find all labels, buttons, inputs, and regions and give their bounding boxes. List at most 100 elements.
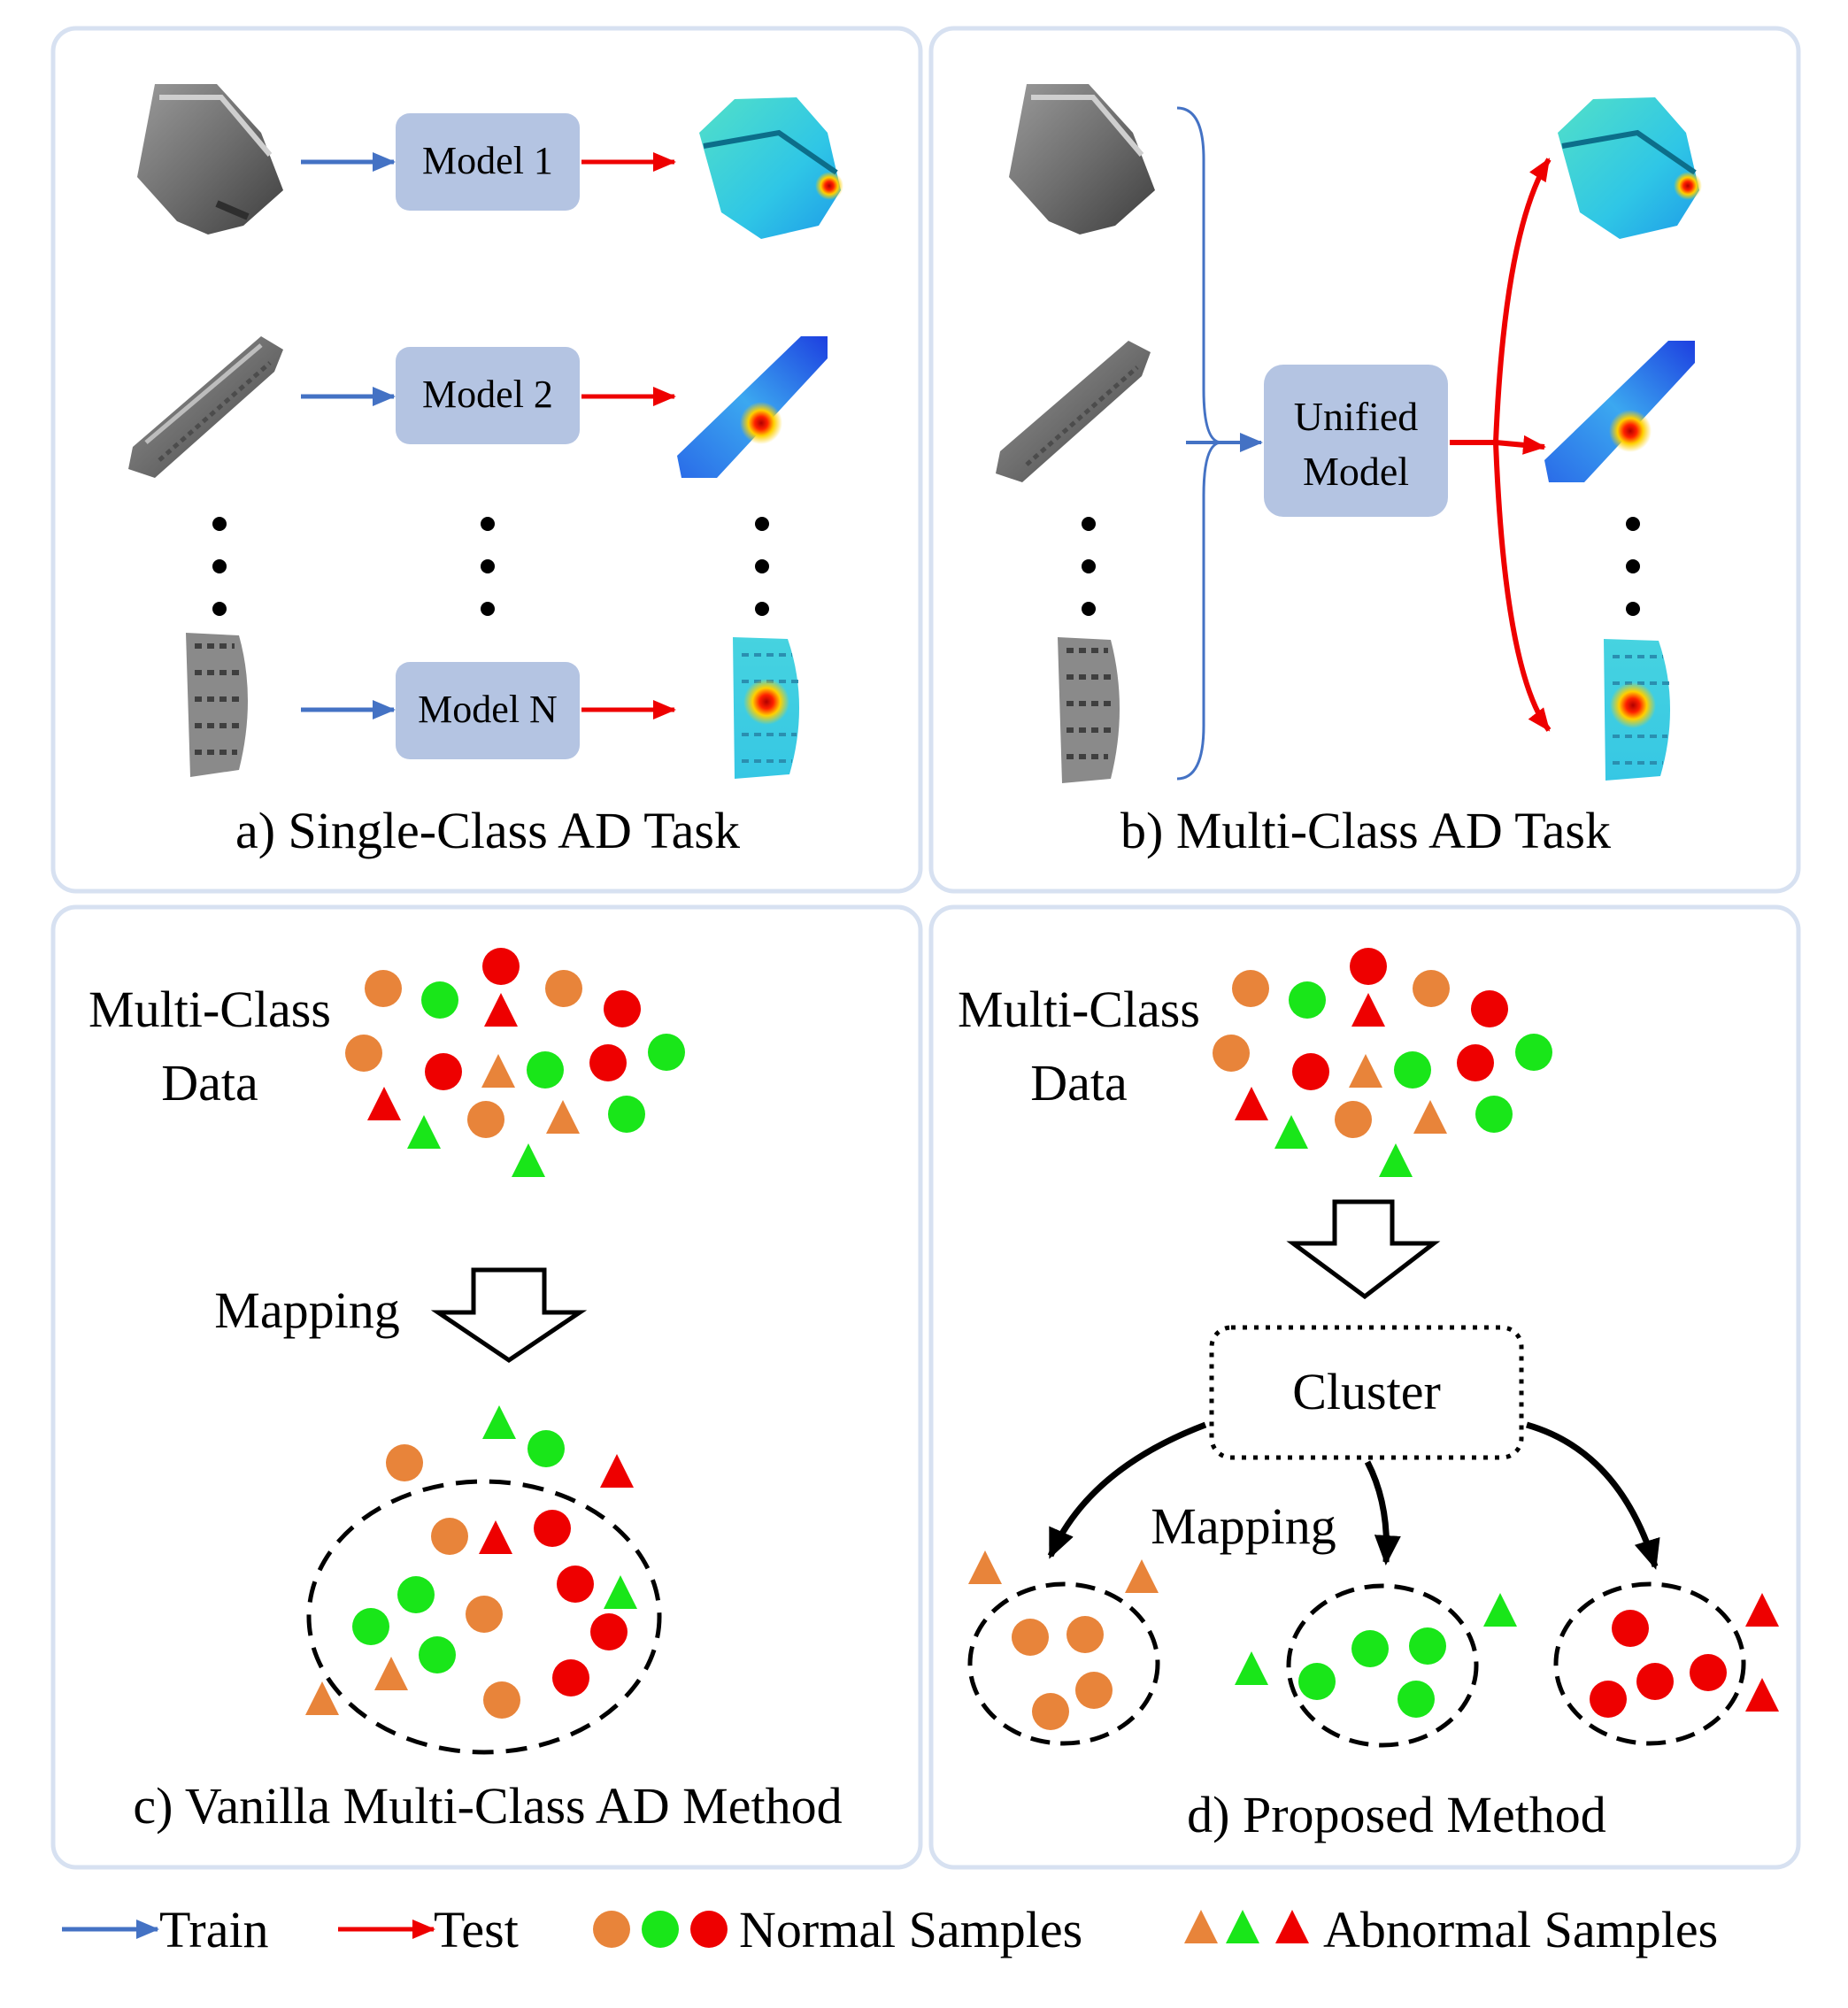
normal-sample [1351,1630,1389,1667]
normal-sample [590,1613,628,1650]
object-cap-gray-b [1009,84,1155,235]
legend-normal-orange [593,1911,630,1948]
test-arrow-b-1 [1493,158,1552,443]
abnormal-sample [374,1657,408,1690]
panel-d: Multi-Class Data Cluster [958,948,1779,1843]
normal-sample [1590,1681,1627,1718]
normal-sample [1012,1619,1049,1656]
panel-d-scatter [1213,948,1552,1177]
normal-sample [1066,1616,1104,1653]
abnormal-sample [512,1143,545,1177]
normal-sample [1213,1035,1250,1072]
model-n-label: Model N [418,688,558,731]
legend-normal-red [690,1911,728,1948]
cluster-orange-samples [968,1550,1159,1730]
heatmap-tire-b [1604,639,1671,781]
abnormal-sample [482,1405,516,1439]
normal-sample [1292,1053,1329,1090]
abnormal-sample [305,1681,339,1715]
abnormal-sample [604,1575,637,1609]
normal-sample [1075,1672,1113,1709]
normal-sample [397,1576,435,1613]
legend-abnormal-green [1226,1910,1259,1943]
ellipsis-dots-b-left [1082,517,1096,616]
model-1-box [396,113,580,211]
cluster-arrow-right [1526,1421,1660,1570]
model-2-label: Model 2 [422,373,553,416]
panel-d-data-line1: Multi-Class [958,981,1200,1038]
normal-sample [419,1636,456,1673]
model-n-box [396,662,580,759]
normal-sample [589,1044,627,1081]
normal-sample [386,1444,423,1481]
legend: Train Test Normal Samples Abnormal Sampl… [62,1901,1718,1958]
abnormal-sample [968,1550,1002,1584]
ellipsis-dots-a [212,517,769,616]
abnormal-sample [1745,1593,1779,1627]
panel-b-border [928,26,1801,894]
cluster-arrow-left [1047,1421,1207,1559]
abnormal-sample [1274,1115,1308,1149]
cluster-red-samples [1590,1593,1779,1718]
normal-sample [534,1510,571,1547]
legend-normal-green [642,1911,679,1948]
normal-sample [1350,948,1387,985]
cluster-boundary-green [1286,1583,1479,1748]
panel-c-scatter [345,948,685,1177]
normal-sample [425,1053,462,1090]
model-1-label: Model 1 [422,139,553,182]
heatmap-tire [733,637,800,779]
panel-a-caption: a) Single-Class AD Task [235,802,740,859]
test-arrow-b-3 [1493,442,1552,732]
model-2-box [396,347,580,444]
normal-sample [527,1430,565,1467]
object-dowel-gray-b [996,341,1151,482]
cluster-label: Cluster [1292,1363,1441,1420]
normal-sample [1636,1663,1674,1700]
panel-a-border [50,26,923,894]
normal-sample [365,970,402,1007]
normal-sample [1335,1101,1372,1138]
normal-sample [483,1681,520,1719]
cluster-boundary-red [1553,1581,1746,1746]
normal-sample [1398,1681,1435,1718]
normal-sample [1471,990,1508,1027]
legend-test-label: Test [434,1901,519,1958]
panel-d-border [928,904,1801,1870]
abnormal-sample [1235,1087,1268,1120]
normal-sample [608,1096,645,1133]
panel-b-caption: b) Multi-Class AD Task [1120,802,1611,859]
abnormal-sample [1745,1678,1779,1712]
object-tire-gray [186,633,248,777]
panel-c-border [50,904,923,1870]
normal-sample [1612,1610,1649,1647]
legend-normal-label: Normal Samples [739,1901,1082,1958]
panel-c-data-line1: Multi-Class [89,981,331,1038]
normal-sample [1394,1051,1431,1089]
unified-model-line2: Model [1303,449,1409,494]
normal-sample [1298,1663,1336,1700]
object-cap-gray [137,84,283,235]
normal-sample [604,990,641,1027]
abnormal-sample [484,993,518,1027]
normal-sample [421,981,458,1019]
cluster-arrow-middle [1364,1460,1401,1566]
normal-sample [1032,1693,1069,1730]
normal-boundary-c [306,1479,662,1755]
panel-d-data-line2: Data [1030,1054,1128,1112]
heatmap-dowel-b [1544,341,1695,482]
panel-b: Unified Model b) Multi-Class AD Task [996,84,1702,859]
cluster-green-samples [1235,1593,1517,1718]
abnormal-sample [1351,993,1385,1027]
normal-sample [648,1034,685,1071]
normal-sample [467,1101,504,1138]
heatmap-cap [699,97,843,239]
abnormal-sample [481,1054,515,1088]
normal-sample [1409,1627,1446,1665]
normal-sample [552,1659,589,1696]
unified-model-line1: Unified [1294,394,1419,439]
normal-sample [1289,981,1326,1019]
object-tire-gray-b [1058,637,1120,783]
abnormal-sample [1125,1559,1159,1593]
